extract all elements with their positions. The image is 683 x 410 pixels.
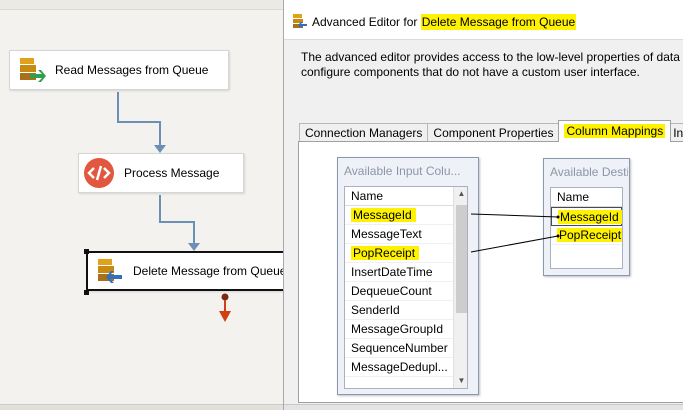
canvas-bottom-band [0,404,283,410]
scroll-thumb[interactable] [456,205,467,313]
canvas-top-band [0,0,283,10]
destination-column-row[interactable]: PopReceipt [551,226,622,245]
selection-handle[interactable] [84,290,89,295]
input-column-row[interactable]: InsertDateTime [345,263,467,282]
error-output-arrow-icon [219,311,231,322]
tab-connection-managers[interactable]: Connection Managers [299,123,429,142]
connector-read-to-process [117,92,161,148]
input-columns-title: Available Input Colu... [344,164,461,178]
task-delete-message-from-queue[interactable]: Delete Message from Queue [86,251,286,291]
editor-bottom-strip [284,404,683,410]
connector-process-to-delete [159,195,195,246]
input-column-row[interactable]: MessageGroupId [345,320,467,339]
input-column-row[interactable]: MessageDedupl... [345,358,467,377]
azure-queue-destination-icon [98,259,122,283]
input-column-row[interactable]: SequenceNumber [345,339,467,358]
editor-description: The advanced editor provides access to t… [301,50,683,80]
input-columns-header: Name [345,187,467,206]
editor-title-prefix: Advanced Editor for [312,15,418,29]
column-mappings-panel: Available Input Colu... Name MessageId M… [298,141,683,403]
script-component-icon [84,158,114,188]
input-column-row[interactable]: PopReceipt [345,244,467,263]
selection-handle[interactable] [84,249,89,254]
task-label: Process Message [124,166,220,180]
mapping-line-popreceipt [470,235,559,253]
mapping-line-end [556,215,560,219]
input-column-row[interactable]: DequeueCount [345,282,467,301]
tab-label: Column Mappings [564,124,666,138]
available-input-columns-box[interactable]: Available Input Colu... Name MessageId M… [337,157,479,395]
description-line: configure components that do not have a … [301,65,640,79]
connector-arrowhead-1 [154,145,166,153]
destination-columns-title: Available Desti... [550,165,628,179]
input-column-row[interactable]: MessageText [345,225,467,244]
input-column-row[interactable]: MessageId [345,206,467,225]
editor-title-bar: Advanced Editor for Delete Message from … [284,0,683,40]
editor-title: Advanced Editor for Delete Message from … [312,14,577,30]
scroll-down-arrow-icon[interactable]: ▼ [457,376,466,385]
data-flow-canvas[interactable]: Read Messages from Queue Process Message… [0,0,286,410]
mapping-line-messageid [470,213,559,218]
destination-columns-header: Name [551,188,622,207]
task-read-messages-from-queue[interactable]: Read Messages from Queue [9,50,229,90]
error-output-anchor [221,293,229,301]
input-columns-list[interactable]: Name MessageId MessageText PopReceipt In… [344,186,468,389]
task-label: Read Messages from Queue [55,63,209,77]
input-column-row[interactable]: SenderId [345,301,467,320]
connector-arrowhead-2 [188,243,200,251]
tab-input-output-properties[interactable]: In [670,123,683,142]
task-label: Delete Message from Queue [133,264,287,278]
mapping-lines [470,213,560,253]
tab-column-mappings[interactable]: Column Mappings [558,120,672,142]
input-columns-scrollbar[interactable]: ▲ ▼ [453,187,467,388]
tab-component-properties[interactable]: Component Properties [427,123,560,142]
description-line: The advanced editor provides access to t… [301,50,683,64]
scroll-up-arrow-icon[interactable]: ▲ [457,189,466,198]
task-process-message[interactable]: Process Message [78,153,244,193]
flow-connectors [117,92,231,322]
mapping-line-end [556,234,560,238]
azure-queue-source-icon [20,58,46,82]
editor-title-component: Delete Message from Queue [420,14,577,30]
component-icon [293,14,307,28]
destination-column-row[interactable]: MessageId [551,207,622,226]
advanced-editor-window: Advanced Editor for Delete Message from … [283,0,683,410]
editor-tabs: Connection Managers Component Properties… [299,120,683,142]
destination-columns-list[interactable]: Name MessageId PopReceipt [550,187,623,269]
